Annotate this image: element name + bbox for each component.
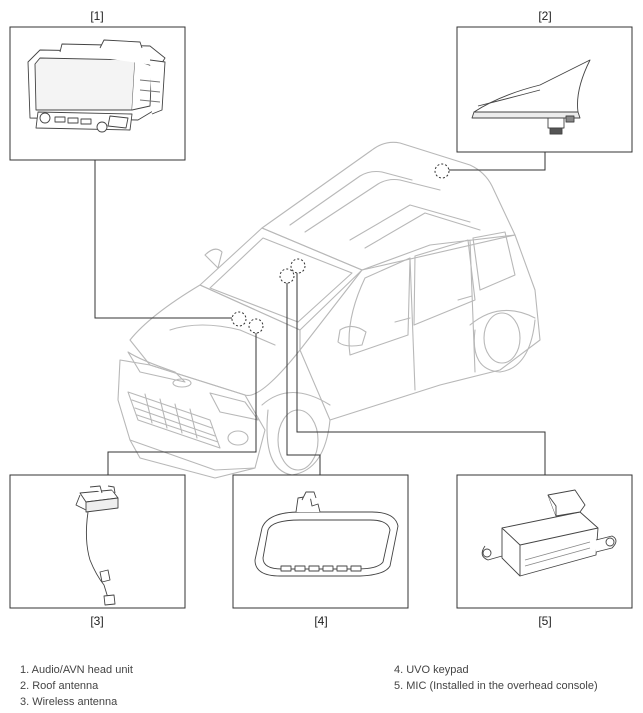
location-marker-5 <box>290 258 306 274</box>
legend-right: 4. UVO keypad 5. MIC (Installed in the o… <box>394 662 598 694</box>
legend-left: 1. Audio/AVN head unit 2. Roof antenna 3… <box>20 662 133 710</box>
legend-item: 4. UVO keypad <box>394 664 469 676</box>
wireless-antenna-drawing <box>75 485 119 606</box>
leader-line-3 <box>107 332 257 475</box>
uvo-keypad-drawing <box>254 491 399 577</box>
legend-item: 5. MIC (Installed in the overhead consol… <box>394 680 598 692</box>
location-marker-2 <box>434 163 450 179</box>
legend-item: 1. Audio/AVN head unit <box>20 664 133 676</box>
leader-line-5 <box>296 272 546 475</box>
vehicle-illustration <box>117 141 541 479</box>
callout-label-1: [1] <box>90 9 104 23</box>
head-unit-drawing <box>27 39 166 133</box>
location-markers <box>231 163 450 334</box>
callout-label-4: [4] <box>314 614 328 628</box>
legend-item: 3. Wireless antenna <box>20 696 118 708</box>
location-marker-3 <box>248 318 264 334</box>
leader-line-2 <box>447 152 546 171</box>
legend-item: 2. Roof antenna <box>20 680 99 692</box>
mic-drawing <box>481 489 617 577</box>
callout-label-5: [5] <box>538 614 552 628</box>
location-marker-4 <box>279 268 295 284</box>
callout-label-3: [3] <box>90 614 104 628</box>
location-marker-1 <box>231 311 247 327</box>
leader-lines <box>94 152 546 475</box>
leader-line-1 <box>94 160 232 319</box>
leader-line-4 <box>286 280 321 475</box>
roof-antenna-drawing <box>471 59 591 135</box>
callout-label-2: [2] <box>538 9 552 23</box>
